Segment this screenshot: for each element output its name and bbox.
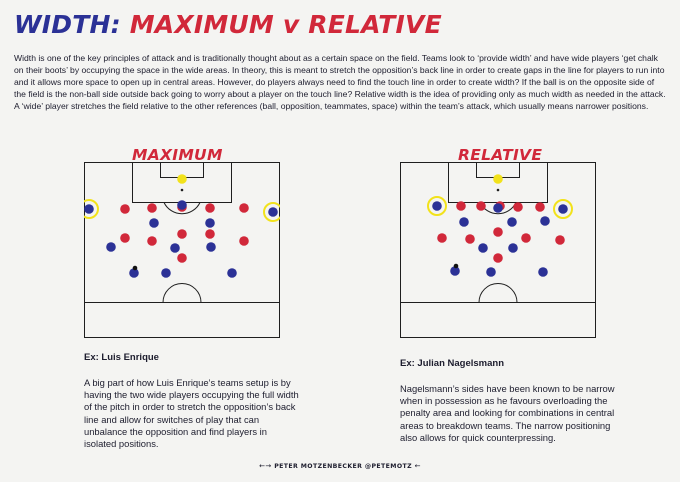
red-player-dot — [147, 203, 157, 213]
red-player-dot — [205, 229, 215, 239]
center-circle — [478, 283, 518, 303]
red-player-dot — [521, 233, 531, 243]
blue-player-dot — [84, 204, 94, 214]
red-player-dot — [456, 201, 466, 211]
blue-player-dot — [227, 268, 237, 278]
intro-paragraph: Width is one of the key principles of at… — [14, 53, 666, 111]
maximum-heading: MAXIMUM — [132, 146, 223, 164]
red-player-dot — [205, 203, 215, 213]
blue-player-dot — [206, 242, 216, 252]
red-player-dot — [177, 229, 187, 239]
blue-player-dot — [478, 243, 488, 253]
red-player-dot — [493, 253, 503, 263]
blue-player-dot — [268, 207, 278, 217]
red-player-dot — [513, 202, 523, 212]
red-player-dot — [437, 233, 447, 243]
blue-player-dot — [538, 267, 548, 277]
blue-player-dot — [149, 218, 159, 228]
relative-heading: RELATIVE — [458, 146, 543, 164]
penalty-arc — [163, 202, 201, 215]
blue-player-dot — [507, 217, 517, 227]
footer-arrow-left: ←→ — [259, 462, 272, 470]
ball-dot — [453, 263, 459, 269]
footer-credit: ←→ PETER MOTZENBECKER @PETEMOTZ ← — [0, 462, 680, 470]
blue-player-dot — [493, 203, 503, 213]
red-player-dot — [493, 227, 503, 237]
example-text-nagelsmann: Nagelsmann’s sides have been known to be… — [400, 383, 615, 443]
relative-pitch-diagram — [400, 162, 596, 338]
page-title: WIDTH: MAXIMUM v RELATIVE — [14, 10, 442, 39]
highlight-ring-left — [84, 199, 99, 219]
red-player-dot — [120, 204, 130, 214]
red-player-dot — [239, 236, 249, 246]
red-player-dot — [555, 235, 565, 245]
red-player-dot — [239, 203, 249, 213]
blue-player-dot — [450, 266, 460, 276]
title-prefix: WIDTH: — [14, 10, 121, 39]
blue-player-dot — [161, 268, 171, 278]
center-circle — [162, 283, 202, 303]
blue-player-dot — [205, 218, 215, 228]
blue-player-dot — [540, 216, 550, 226]
blue-player-dot — [129, 268, 139, 278]
blue-player-dot — [508, 243, 518, 253]
example-title-enrique: Ex: Luis Enrique — [84, 352, 159, 363]
blue-player-dot — [170, 243, 180, 253]
red-player-dot — [147, 236, 157, 246]
example-text-enrique: A big part of how Luis Enrique’s teams s… — [84, 377, 299, 450]
maximum-pitch-diagram — [84, 162, 280, 338]
highlight-ring-right — [553, 199, 573, 219]
blue-player-dot — [177, 200, 187, 210]
goalkeeper-dot — [177, 174, 187, 184]
blue-player-dot — [432, 201, 442, 211]
penalty-spot — [496, 188, 500, 192]
highlight-ring-left — [427, 196, 447, 216]
ball-dot — [132, 265, 138, 271]
red-player-dot — [177, 253, 187, 263]
blue-player-dot — [459, 217, 469, 227]
blue-player-dot — [486, 267, 496, 277]
highlight-ring-right — [263, 202, 280, 222]
penalty-spot — [180, 188, 184, 192]
blue-player-dot — [558, 204, 568, 214]
goalkeeper-dot — [493, 174, 503, 184]
red-player-dot — [465, 234, 475, 244]
blue-player-dot — [106, 242, 116, 252]
example-title-nagelsmann: Ex: Julian Nagelsmann — [400, 358, 505, 369]
footer-arrow-right: ← — [414, 462, 421, 470]
title-main: MAXIMUM v RELATIVE — [129, 10, 442, 39]
footer-credit-text: PETER MOTZENBECKER @PETEMOTZ — [274, 463, 413, 470]
red-player-dot — [476, 201, 486, 211]
red-player-dot — [535, 202, 545, 212]
red-player-dot — [120, 233, 130, 243]
